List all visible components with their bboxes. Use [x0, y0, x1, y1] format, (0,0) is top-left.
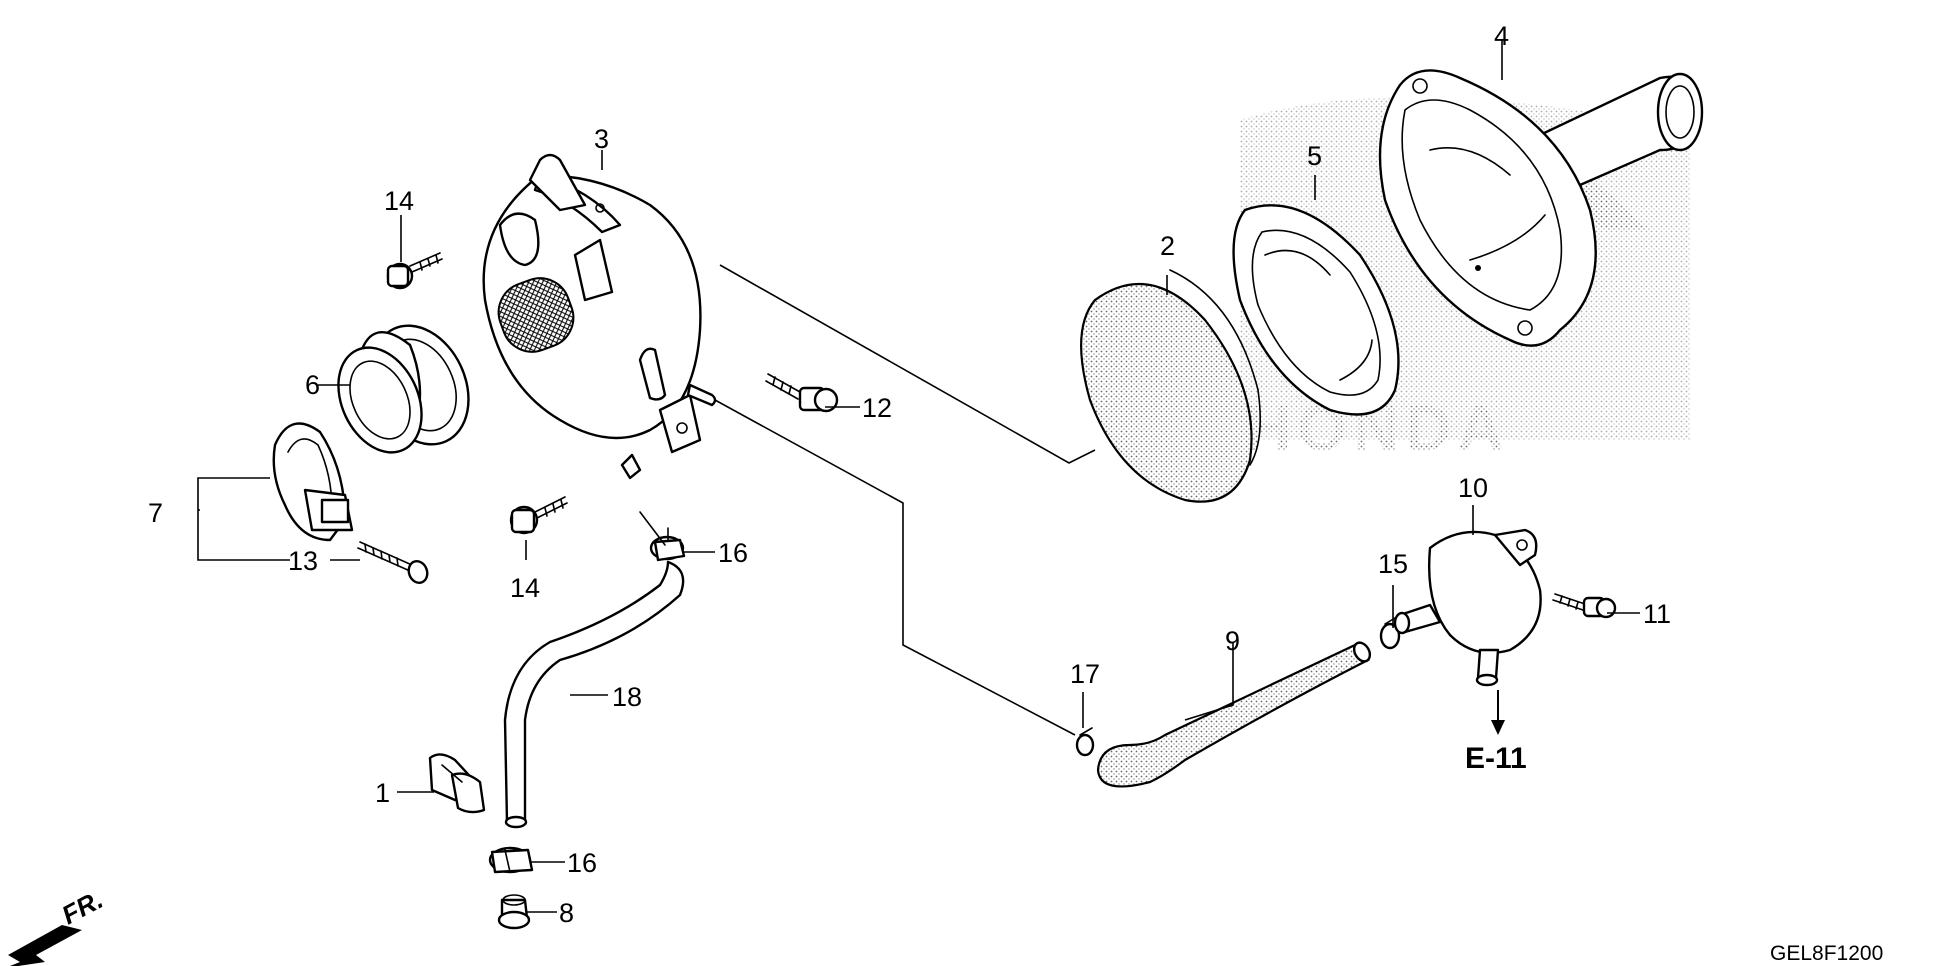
callout-12: 12: [862, 393, 892, 423]
part-13-screw: [357, 541, 429, 584]
callout-17: 17: [1070, 659, 1100, 689]
callout-14-upper: 14: [384, 186, 414, 216]
callout-15: 15: [1378, 549, 1408, 579]
part-9-hose: [1096, 641, 1372, 788]
part-14-lower-screw: [509, 496, 568, 535]
part-5-gasket: [1232, 204, 1400, 416]
callout-11: 11: [1643, 599, 1671, 629]
diagram-code: GEL8F1200: [1770, 942, 1883, 965]
callout-labels: 2 3 4 5 6 7 13 14 14 12 16 18 1 16 8 9 1…: [148, 21, 1671, 928]
part-17-clip: [1075, 727, 1095, 757]
part-12-screw: [765, 373, 839, 413]
part-6-joint: [337, 324, 470, 454]
callout-10: 10: [1458, 473, 1488, 503]
reference-label: E-11: [1465, 742, 1527, 775]
callout-7: 7: [148, 498, 163, 528]
callout-9: 9: [1225, 626, 1240, 656]
part-8-plug: [497, 894, 531, 930]
callout-4: 4: [1494, 21, 1509, 51]
callout-2: 2: [1160, 231, 1175, 261]
part-16-upper-clip: [649, 527, 686, 562]
part-18-breather-hose: [503, 511, 685, 829]
part-3-cover: [482, 153, 717, 480]
part-2-filter-element: [1080, 269, 1262, 503]
leader-lines: [197, 40, 1640, 913]
callout-16-lower: 16: [567, 848, 597, 878]
callout-6: 6: [305, 370, 320, 400]
callout-14-lower: 14: [510, 573, 540, 603]
callout-18: 18: [612, 682, 642, 712]
part-16-lower-clip: [488, 846, 534, 874]
callout-16-upper: 16: [718, 538, 748, 568]
front-label: FR.: [57, 884, 108, 930]
part-14-upper-screw: [386, 252, 443, 290]
part-1-clamp: [428, 753, 486, 814]
reference-arrow: E-11: [1465, 690, 1527, 775]
part-15-clip: [1379, 617, 1401, 650]
front-direction-indicator: FR.: [8, 884, 108, 966]
callout-5: 5: [1307, 141, 1322, 171]
part-11-screw: [1552, 593, 1617, 619]
callout-13: 13: [288, 546, 318, 576]
part-10-valve-body: [1393, 528, 1542, 687]
callout-1: 1: [375, 778, 390, 808]
callout-3: 3: [594, 124, 609, 154]
callout-8: 8: [559, 898, 574, 928]
part-4-air-cleaner-case: [1378, 69, 1704, 347]
part-7-clamp: [272, 422, 354, 542]
